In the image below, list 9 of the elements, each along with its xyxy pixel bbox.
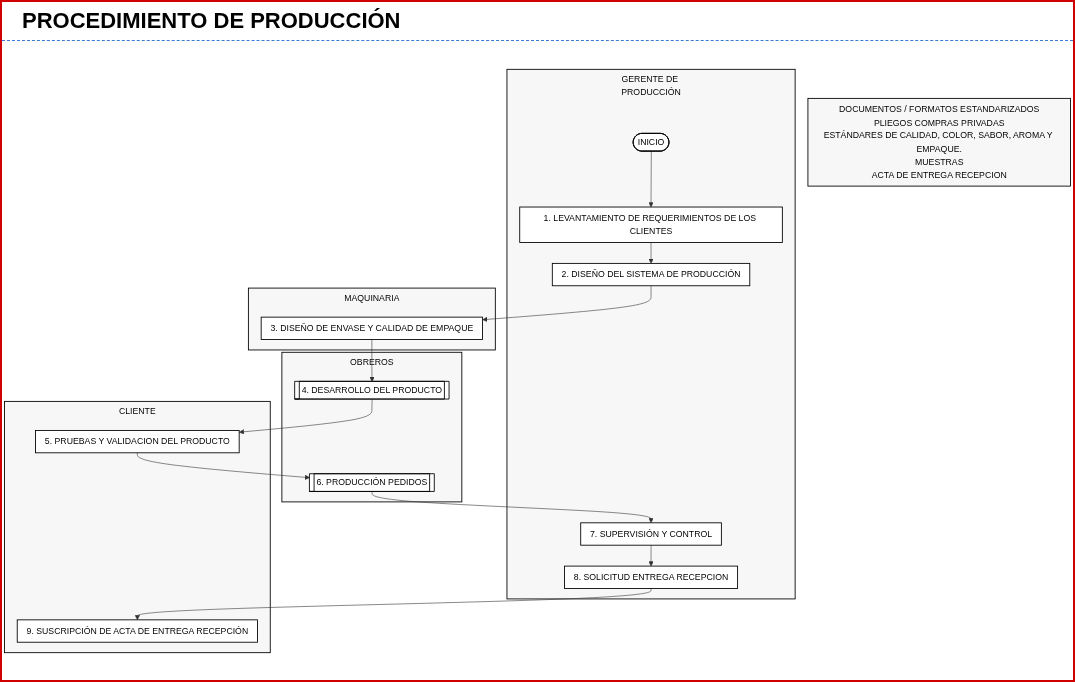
node-box: 9. SUSCRIPCIÓN DE ACTA DE ENTREGA RECEPCIÓN xyxy=(16,618,258,643)
node-box: 1. LEVANTAMIENTO DE REQUERIMIENTOS DE LOS CLIENTES xyxy=(519,206,783,243)
node-box: DOCUMENTOS / FORMATOS ESTANDARIZADOS PLIEGOS COMPRAS PRIVADAS ESTÁNDARES DE CALIDAD, COLOR, SABOR, AROMA Y EMPAQUE. MUESTRAS ACTA DE ENTREGA RECEPCION xyxy=(807,97,1071,187)
node-box: 2. DISEÑO DEL SISTEMA DE PRODUCCIÓN xyxy=(551,262,751,286)
node-box: 7. SUPERVISIÓN Y CONTROL xyxy=(580,521,722,546)
node-box: 3. DISEÑO DE ENVASE Y CALIDAD DE EMPAQUE xyxy=(260,316,483,340)
diagram-title: PROCEDIMIENTO DE PRODUCCIÓN xyxy=(2,2,1073,41)
node-box: 8. SOLICITUD ENTREGA RECEPCION xyxy=(564,565,738,589)
node-box: 5. PRUEBAS Y VALIDACION DEL PRODUCTO xyxy=(35,429,240,453)
